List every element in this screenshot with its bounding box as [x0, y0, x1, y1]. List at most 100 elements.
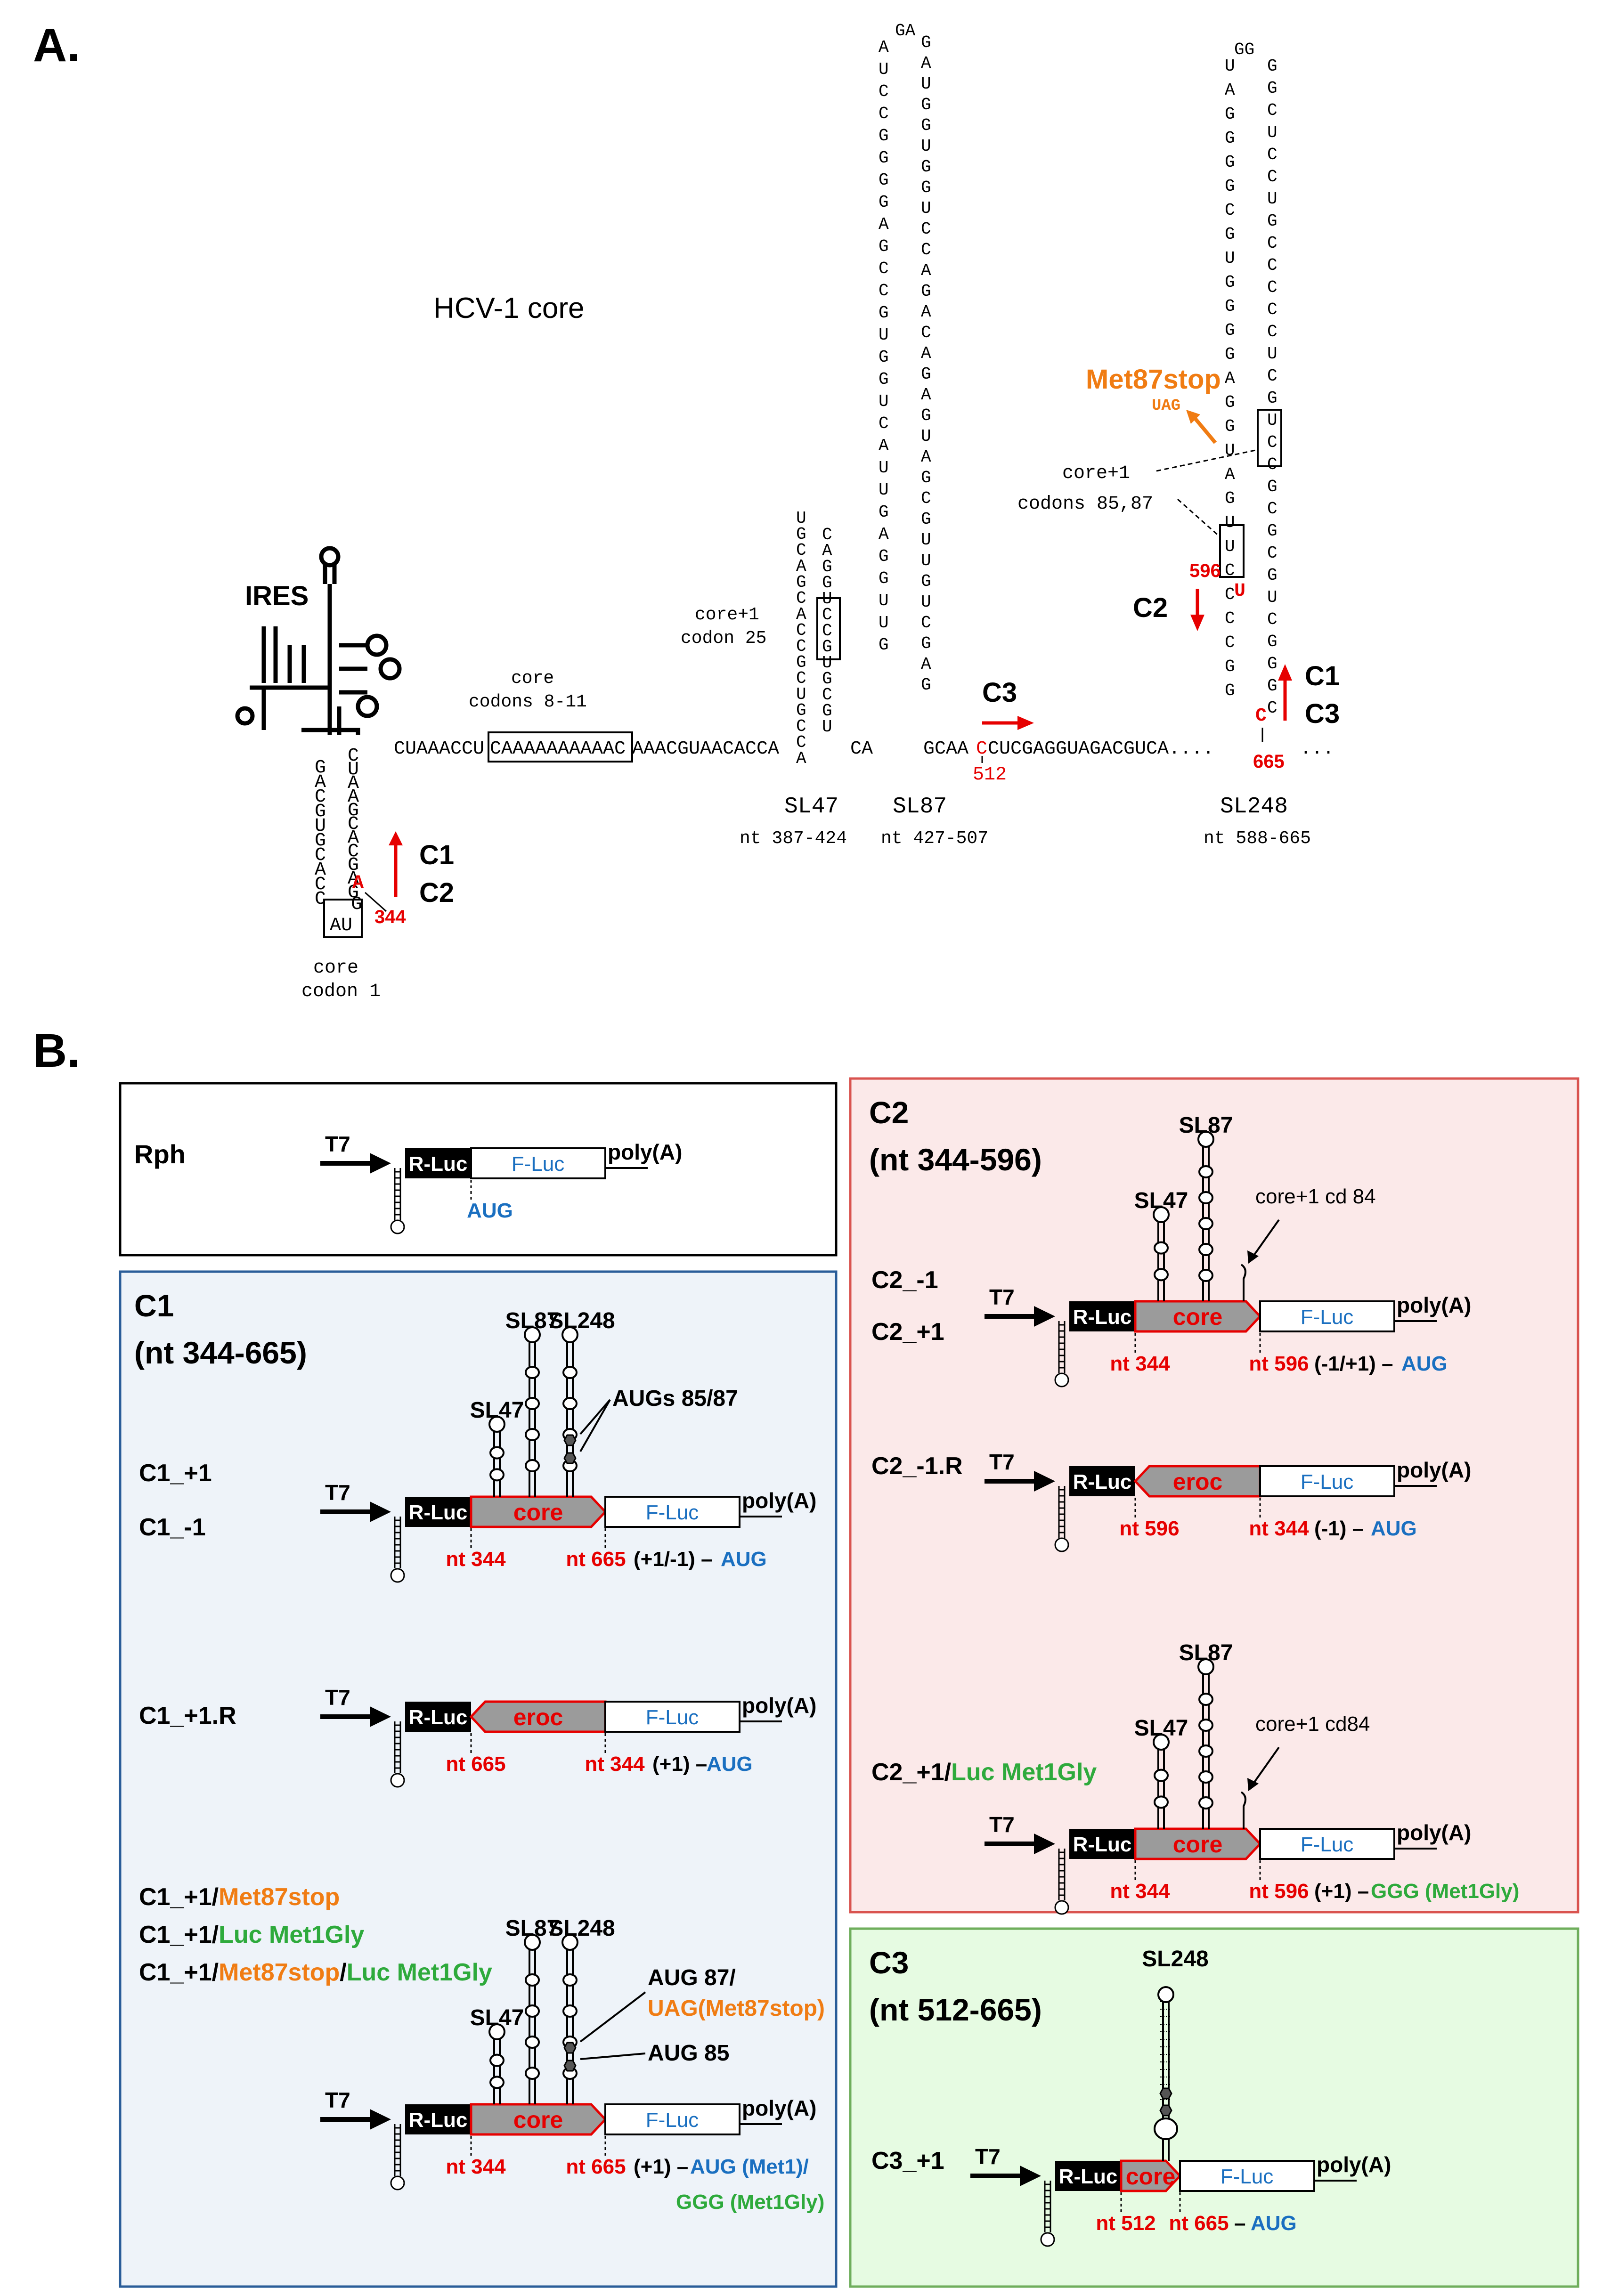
- nt665-label: nt 665: [1169, 2212, 1229, 2235]
- sl47-hairpin: [488, 1416, 505, 1497]
- seq-left: CUAAACCU: [394, 738, 484, 760]
- nt344-label: nt 344: [446, 2155, 506, 2178]
- fluc-label: F-Luc: [1301, 1306, 1353, 1329]
- c1-p1r-label: C1_+1.R: [139, 1702, 236, 1729]
- c1c2-arrow-head: [389, 831, 403, 845]
- t7-label: T7: [325, 2088, 350, 2112]
- core-segment: core: [1134, 1827, 1262, 1860]
- ires-loop: AU: [330, 915, 352, 936]
- c1-mut-line3: C1_+1/Met87stop/Luc Met1Gly: [139, 1959, 492, 1986]
- polya-label: poly(A): [1317, 2152, 1391, 2177]
- t7-label: T7: [325, 1685, 350, 1710]
- ggg-label: GGG (Met1Gly): [676, 2191, 824, 2214]
- c2-m1-label: C2_-1: [871, 1266, 938, 1294]
- c1-title: C1: [134, 1288, 174, 1323]
- c3-label-a2: C3: [1305, 698, 1340, 729]
- seq-mid: AAACGUAACACCA: [632, 738, 779, 760]
- aug-pointer: [579, 1399, 611, 1452]
- rluc-box: [405, 1497, 471, 1527]
- seq-boxed: CAAAAAAAAAAC: [490, 738, 626, 760]
- c2-label-a: C2: [419, 877, 454, 908]
- c1-mut-line2: C1_+1/Luc Met1Gly: [139, 1921, 364, 1948]
- core1-codons-l1: core+1: [1062, 463, 1130, 484]
- sl47-label: SL47: [470, 2005, 524, 2030]
- polya-label: poly(A): [742, 1693, 816, 1718]
- sl87-hairpin: [1197, 1131, 1214, 1301]
- seq-dots: ...: [1300, 738, 1334, 760]
- codon87-leader: [1156, 449, 1258, 472]
- cap-hairpin: [1054, 1486, 1069, 1552]
- c1c3-arrow-a-head: [1278, 664, 1292, 681]
- sl47-label: SL47: [1134, 1716, 1188, 1741]
- codon85-box: [1219, 524, 1245, 578]
- nt344-pointer: [365, 892, 387, 912]
- sl87-top-loop: GA: [895, 21, 916, 41]
- cd84-pointer-head: [1247, 1250, 1259, 1264]
- core-label: core: [513, 2107, 563, 2133]
- aug85-pointer: [580, 2053, 646, 2060]
- t7-arrow-head: [1034, 1471, 1055, 1492]
- fluc-box: [1179, 2160, 1315, 2192]
- c1-range: (nt 344-665): [134, 1335, 307, 1370]
- cd84-tail: [1240, 1264, 1246, 1301]
- aug-pointer: [579, 1399, 611, 1435]
- nt344-label: 344: [374, 907, 406, 927]
- codons-8-11-box: [488, 731, 633, 763]
- t7-label: T7: [975, 2144, 1001, 2169]
- sl248-label: SL248: [548, 1916, 615, 1941]
- c1-label-a: C1: [419, 840, 454, 870]
- c2-label-a2: C2: [1133, 592, 1168, 623]
- fluc-label: F-Luc: [646, 2109, 699, 2132]
- rluc-box: [1069, 1301, 1135, 1331]
- cd84-pointer: [1250, 1219, 1280, 1261]
- core-label: core: [1173, 1304, 1223, 1330]
- aug-hexagon: [563, 2060, 577, 2072]
- augs8587-label: AUGs 85/87: [612, 1386, 738, 1411]
- frame-label: (+1/-1) –: [634, 1548, 713, 1571]
- t7-label: T7: [325, 1132, 350, 1156]
- fluc-box: [1259, 1465, 1395, 1497]
- seq-right: CUCGAGGUAGACGUCA....: [988, 738, 1214, 760]
- panel-b-label: B.: [33, 1024, 80, 1077]
- aug87-pointer: [579, 1991, 646, 2043]
- polya-label: poly(A): [742, 1488, 816, 1513]
- rph-title: Rph: [134, 1139, 186, 1169]
- uag-label-a: UAG: [1152, 397, 1180, 415]
- t7-arrow-head: [370, 2109, 391, 2130]
- sl87-label-a: SL87: [893, 794, 947, 819]
- fluc-label: F-Luc: [512, 1152, 564, 1176]
- t7-arrow-head: [1034, 1834, 1055, 1854]
- polya-label: poly(A): [608, 1140, 682, 1164]
- sl47-label-a: SL47: [784, 794, 838, 819]
- sl87-hairpin: [524, 1934, 541, 2104]
- aug85-label: AUG 85: [648, 2041, 729, 2066]
- rluc-box: [405, 2104, 471, 2134]
- ires-label: IRES: [245, 581, 309, 611]
- nt596-label: nt 596: [1249, 1352, 1309, 1375]
- nt344-label: nt 344: [1249, 1517, 1309, 1540]
- fluc-box: [1259, 1300, 1395, 1332]
- aug-hexagon: [1159, 2087, 1172, 2100]
- rluc-label: R-Luc: [409, 1706, 468, 1729]
- aug87-label: AUG 87/: [648, 1965, 736, 1990]
- rluc-label: R-Luc: [1073, 1833, 1132, 1856]
- c2-range: (nt 344-596): [869, 1142, 1042, 1177]
- c1-p1-label: C1_+1: [139, 1460, 212, 1487]
- seq-gcaa: GCAA: [923, 738, 968, 760]
- nt596-label: 596: [1189, 560, 1221, 581]
- c1-m1-label: C1_-1: [139, 1514, 206, 1541]
- nt665-label: 665: [1253, 751, 1285, 772]
- nt344-base: A: [352, 873, 364, 894]
